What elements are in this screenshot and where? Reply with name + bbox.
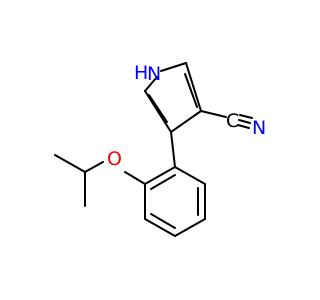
bond-triple-1 [238,119,251,124]
bond-o-ch [84,161,104,173]
nitrile-c-label: C [226,110,239,132]
bond-ph6-ph1 [144,166,176,185]
nitrile-n-label: N [252,117,266,139]
bond-c2-c3-inner [184,73,198,108]
bond-n1-c2 [160,62,187,72]
bond-ph1-ph2 [174,166,206,185]
bond-c3-c4 [170,110,202,133]
bond-ph4-ph5 [144,218,176,237]
bond-triple-3 [237,124,250,129]
bond-ph6-ph1-inner [150,174,176,190]
bond-c4-c5 [144,90,172,133]
bond-c4-ph [170,131,176,168]
bond-ch-me1 [54,154,86,173]
pyrrole-h-label: H [134,62,148,84]
bond-ph4-ph5-inner [150,213,176,229]
ether-o-label: O [107,148,122,170]
bond-c5-n1 [144,76,158,92]
bond-c2-c3 [185,62,202,112]
bond-triple-2 [239,114,253,119]
pyrrole-n-label: N [147,63,161,85]
bond-ph6-o [124,171,146,185]
molecule-structure: H N C N O [54,62,266,237]
bond-ph3-ph4 [174,218,206,237]
molecule-canvas: H N C N O [54,62,266,237]
bond-c4-c5-inner [148,94,168,123]
bond-c3-cnitrile [200,110,227,118]
